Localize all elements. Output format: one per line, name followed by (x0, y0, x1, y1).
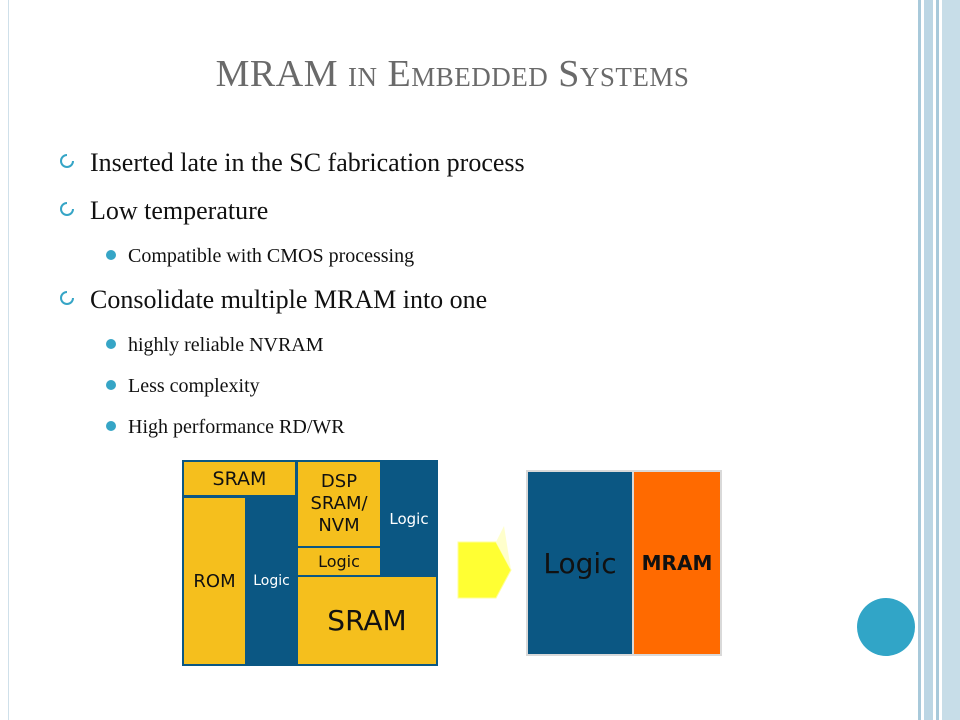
left-frame-line (8, 0, 9, 720)
bullet-3: Consolidate multiple MRAM into one (60, 282, 840, 330)
sub-bullet: highly reliable NVRAM (60, 330, 840, 371)
sub-bullet-dot-icon (106, 250, 116, 260)
bullet-1: Inserted late in the SC fabrication proc… (60, 145, 840, 193)
sub-bullet-text: Compatible with CMOS processing (128, 245, 415, 267)
slide-title: MRAM in Embedded Systems (215, 53, 690, 95)
sub-bullet: Compatible with CMOS processing (60, 241, 840, 282)
block-sram-bottom: SRAM (298, 577, 436, 664)
decor-bar (924, 0, 933, 720)
sub-bullet-text: highly reliable NVRAM (128, 334, 324, 356)
bullet-2: Low temperature (60, 193, 840, 241)
right-arrow-icon (457, 526, 512, 599)
sub-bullet-dot-icon (106, 339, 116, 349)
decor-bar (918, 0, 921, 720)
block-sram-top: SRAM (184, 462, 295, 495)
block-rom: ROM (184, 498, 245, 664)
bullet-text: Low temperature (90, 196, 269, 225)
block-logic-mid: Logic (247, 498, 296, 664)
decor-bar (936, 0, 939, 720)
bullet-text: Consolidate multiple MRAM into one (90, 285, 488, 314)
bullet-text: Inserted late in the SC fabrication proc… (90, 148, 525, 177)
bullet-mark-icon (60, 154, 74, 168)
sub-bullet-dot-icon (106, 421, 116, 431)
decor-circle (857, 598, 915, 656)
right-decoration-bars (918, 0, 960, 720)
sub-bullet-text: High performance RD/WR (128, 416, 345, 438)
decor-bar (942, 0, 960, 720)
block-mram: MRAM (634, 472, 720, 654)
block-logic-small: Logic (298, 548, 380, 575)
block-dsp: DSP SRAM/ NVM (298, 462, 380, 546)
bullet-mark-icon (60, 202, 74, 216)
sub-bullet-dot-icon (106, 380, 116, 390)
sub-bullet: High performance RD/WR (60, 412, 840, 453)
block-logic-right: Logic (382, 462, 436, 575)
sub-bullet-text: Less complexity (128, 375, 260, 397)
bullet-list: Inserted late in the SC fabrication proc… (60, 145, 840, 453)
bullet-mark-icon (60, 291, 74, 305)
block-logic-main: Logic (528, 472, 632, 654)
sub-bullet: Less complexity (60, 371, 840, 412)
